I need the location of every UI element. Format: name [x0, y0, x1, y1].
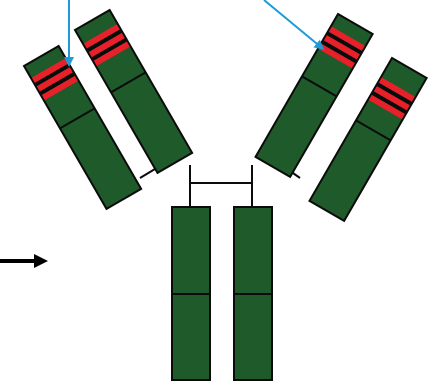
right-light-variable-band	[368, 77, 415, 120]
pointer-arrows	[64, 0, 325, 67]
right-light-chain	[308, 56, 429, 223]
right-heavy-variable-band	[318, 26, 365, 69]
right-heavy-chain-fab	[254, 12, 375, 179]
pointer-arrow-right	[263, 0, 325, 50]
left-light-chain	[22, 44, 143, 211]
stem	[171, 206, 273, 381]
left-heavy-variable-band	[83, 24, 130, 66]
left-light-variable-band	[31, 58, 78, 101]
hinge-region	[139, 165, 301, 206]
left-heavy-chain-fab	[73, 8, 194, 175]
